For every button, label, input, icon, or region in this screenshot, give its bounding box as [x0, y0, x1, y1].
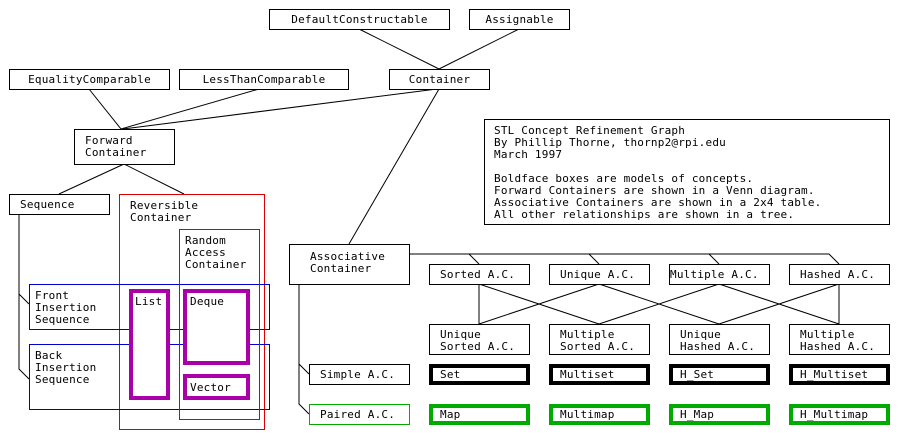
edge-sequence-front-insertion [18, 214, 30, 305]
concept-label: Unique Sorted A.C. [440, 328, 516, 353]
concept-sorted-ac: Sorted A.C. [429, 264, 530, 285]
legend-line: Boldface boxes are models of concepts. [494, 172, 754, 185]
edge-container-forwardcontainer [122, 88, 438, 130]
legend-box: STL Concept Refinement Graph By Phillip … [484, 119, 890, 225]
legend-line: STL Concept Refinement Graph [494, 124, 686, 137]
model-multiset: Multiset [549, 364, 650, 385]
model-label: Set [440, 368, 461, 381]
edge-equalitycomparable-forwardcontainer [88, 88, 122, 130]
concept-container: Container [389, 69, 490, 90]
model-label: H_Set [680, 368, 715, 381]
concept-label: Multiple A.C. [670, 268, 759, 281]
model-label: H_Multimap [800, 408, 869, 421]
concept-label: Paired A.C. [320, 408, 396, 421]
concept-label: Front Insertion Sequence [35, 289, 97, 326]
model-list: List [129, 289, 170, 400]
edge-associative-unique [588, 253, 600, 265]
edge-container-associative [348, 88, 440, 245]
edge-associative-simple [298, 284, 310, 375]
model-label: Vector [190, 381, 231, 394]
concept-sequence: Sequence [9, 194, 110, 215]
concept-label: Unique A.C. [560, 268, 636, 281]
concept-label: Multiple Hashed A.C. [800, 328, 876, 353]
concept-label: Sequence [20, 198, 75, 211]
model-h-set: H_Set [669, 364, 770, 385]
concept-assignable: Assignable [469, 9, 570, 30]
legend-line: March 1997 [494, 148, 563, 161]
concept-label: Back Insertion Sequence [35, 349, 97, 386]
edge-unique-uniquesorted [478, 283, 600, 325]
model-label: Multiset [560, 368, 615, 381]
legend-line: By Phillip Thorne, thornp2@rpi.edu [494, 136, 726, 149]
edge-lessthancomparable-forwardcontainer [120, 88, 260, 130]
concept-label: Random Access Container [185, 234, 247, 271]
concept-equality-comparable: EqualityComparable [9, 69, 170, 90]
concept-unique-ac: Unique A.C. [549, 264, 650, 285]
legend-line: All other relationships are shown in a t… [494, 208, 795, 221]
concept-default-constructable: DefaultConstructable [269, 9, 450, 30]
concept-label: Simple A.C. [320, 368, 396, 381]
model-h-multiset: H_Multiset [789, 364, 890, 385]
concept-random-access-container: Random Access Container [179, 229, 260, 420]
edge-multiple-multiplesorted [598, 283, 720, 325]
concept-label: Associative Container [310, 250, 386, 275]
concept-label: Assignable [485, 13, 554, 26]
edge-associative-toprow-bus [409, 253, 840, 265]
model-label: Multimap [560, 408, 615, 421]
concept-hashed-ac: Hashed A.C. [789, 264, 890, 285]
concept-label: Unique Hashed A.C. [680, 328, 756, 353]
edge-assignable-container [438, 28, 520, 70]
model-label: H_Multiset [800, 368, 869, 381]
concept-paired-ac: Paired A.C. [309, 404, 410, 425]
legend-line: Forward Containers are shown in a Venn d… [494, 184, 815, 197]
legend-line: Associative Containers are shown in a 2x… [494, 196, 822, 209]
concept-label: Container [408, 73, 471, 86]
edge-forward-sequence [58, 163, 125, 195]
model-label: Map [440, 408, 461, 421]
model-label: List [135, 295, 163, 308]
concept-forward-container: Forward Container [74, 129, 175, 165]
concept-label: Forward Container [85, 134, 147, 159]
concept-reversible-container: Reversible Container [119, 194, 265, 430]
concept-label: Multiple Sorted A.C. [560, 328, 636, 353]
concept-associative-container: Associative Container [289, 244, 410, 285]
model-vector: Vector [183, 374, 250, 400]
edge-defaultconstructable-container [358, 28, 440, 70]
model-h-map: H_Map [669, 404, 770, 425]
edge-associative-paired [298, 364, 310, 415]
concept-unique-sorted-ac: Unique Sorted A.C. [429, 324, 530, 355]
edge-associative-multiple [708, 253, 720, 265]
model-deque: Deque [183, 289, 250, 365]
edge-associative-sorted [468, 253, 480, 265]
concept-multiple-hashed-ac: Multiple Hashed A.C. [789, 324, 890, 355]
concept-less-than-comparable: LessThanComparable [179, 69, 349, 90]
concept-label: Sorted A.C. [440, 268, 516, 281]
model-label: H_Map [680, 408, 715, 421]
model-h-multimap: H_Multimap [789, 404, 890, 425]
concept-multiple-sorted-ac: Multiple Sorted A.C. [549, 324, 650, 355]
edge-sequence-back-insertion [18, 294, 30, 380]
concept-label: Hashed A.C. [800, 268, 876, 281]
model-multimap: Multimap [549, 404, 650, 425]
model-label: Deque [190, 295, 225, 308]
concept-label: LessThanComparable [202, 73, 326, 86]
concept-unique-hashed-ac: Unique Hashed A.C. [669, 324, 770, 355]
concept-label: Reversible Container [130, 199, 199, 224]
model-set: Set [429, 364, 530, 385]
concept-label: DefaultConstructable [291, 13, 428, 26]
edge-forward-reversible [123, 163, 185, 195]
model-map: Map [429, 404, 530, 425]
concept-label: EqualityComparable [28, 73, 151, 86]
concept-simple-ac: Simple A.C. [309, 364, 410, 385]
edge-hashed-uniquehashed [718, 283, 840, 325]
concept-multiple-ac: Multiple A.C. [669, 264, 770, 285]
